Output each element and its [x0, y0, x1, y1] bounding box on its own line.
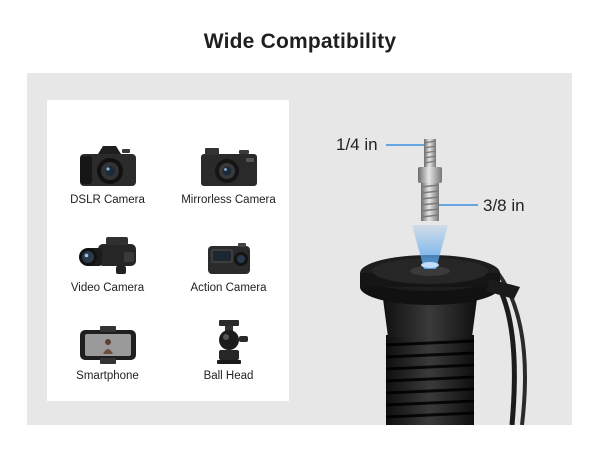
device-item-ballhead: Ball Head — [168, 310, 289, 382]
mirrorless-camera-icon — [200, 148, 257, 186]
device-item-dslr: DSLR Camera — [47, 134, 168, 206]
mounting-plate — [360, 255, 520, 305]
smartphone-icon — [79, 326, 136, 364]
device-label: Mirrorless Camera — [181, 194, 276, 206]
device-label: Ball Head — [203, 370, 254, 382]
monopod-grip — [385, 335, 475, 425]
light-beam — [412, 225, 448, 269]
ball-head-icon — [216, 320, 248, 364]
device-item-video: Video Camera — [47, 222, 168, 294]
action-camera-icon — [207, 243, 250, 274]
monopod-top-illustration — [290, 73, 572, 425]
dslr-camera-icon — [79, 146, 136, 186]
device-label: Smartphone — [76, 370, 139, 382]
device-label: Video Camera — [70, 282, 145, 294]
page-title: Wide Compatibility — [203, 30, 397, 53]
device-item-mirrorless: Mirrorless Camera — [168, 134, 289, 206]
video-camera-icon — [78, 237, 136, 274]
device-item-smartphone: Smartphone — [47, 310, 168, 382]
screw-adapter — [418, 139, 442, 221]
thread-size-bottom-label: 3/8 in — [483, 196, 525, 215]
thread-size-top-label: 1/4 in — [336, 135, 378, 154]
device-label: DSLR Camera — [70, 194, 145, 206]
device-item-action: Action Camera — [168, 222, 289, 294]
device-list-card: DSLR Camera Mirrorless Camera — [47, 100, 289, 401]
device-label: Action Camera — [190, 282, 267, 294]
monopod-drawing — [360, 139, 527, 425]
